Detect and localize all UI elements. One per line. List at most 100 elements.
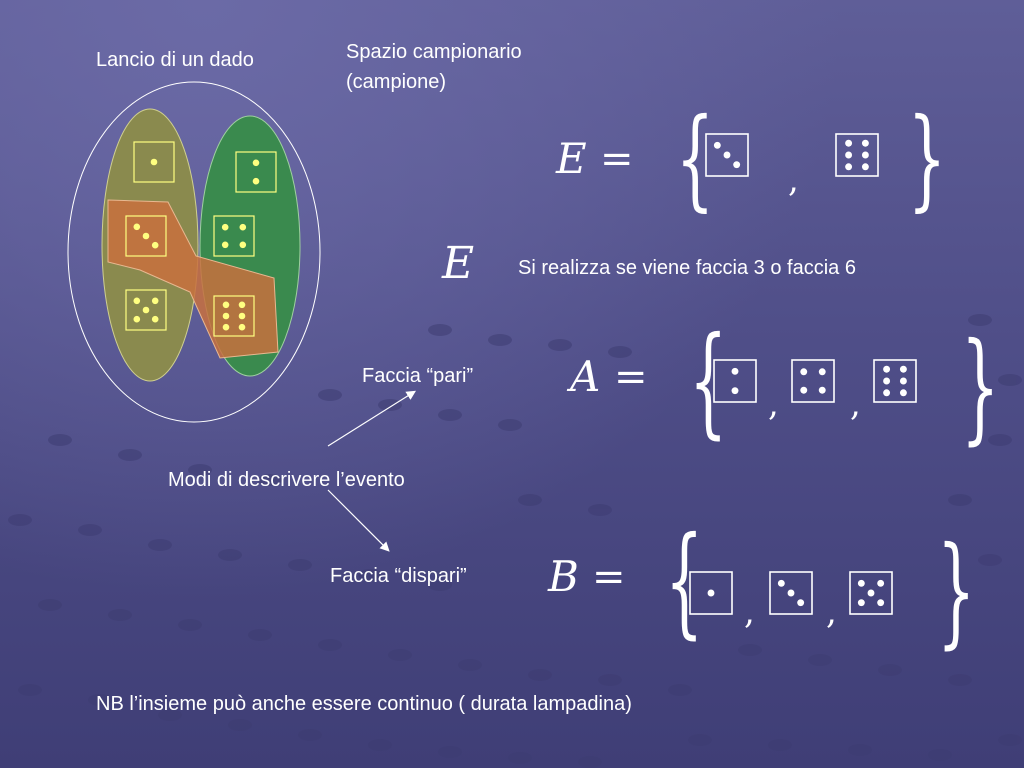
set-b-close-brace: } [937, 522, 976, 661]
set-b-separator-1: , [744, 592, 755, 632]
set-a-separator-2: , [850, 384, 861, 424]
die-pip [787, 589, 795, 597]
diagram-die-face-3-icon [125, 215, 167, 257]
die-pip [877, 599, 885, 607]
diagram-die-face-4-icon [213, 215, 255, 257]
die-pip [723, 151, 731, 159]
die-pip [845, 163, 853, 171]
die-pip [151, 297, 159, 305]
die-pip [221, 241, 229, 249]
die-pip [867, 589, 875, 597]
set-b-equals: = [592, 554, 626, 600]
die-pip [150, 158, 158, 166]
set-e-symbol: E [556, 134, 587, 183]
arrow-to-odd [327, 489, 390, 552]
set-a-open-brace: { [689, 312, 728, 451]
die-pip [238, 312, 246, 320]
die-face-3-icon [705, 133, 749, 177]
set-b-open-brace: { [665, 512, 704, 651]
die-pip [883, 389, 891, 397]
die-pip [731, 367, 739, 375]
die-pip [222, 301, 230, 309]
die-pip [800, 368, 808, 376]
sample-space-outline [67, 81, 321, 423]
die-pip [133, 315, 141, 323]
die-pip [222, 312, 230, 320]
die-pip [707, 589, 715, 597]
event-region [107, 199, 279, 359]
die-pip [857, 579, 865, 587]
die-pip [252, 177, 260, 185]
roll-label: Lancio di un dado [96, 49, 254, 71]
die-pip [733, 161, 741, 169]
die-outline [713, 359, 757, 403]
die-outline [689, 571, 733, 615]
set-b-symbol: B [548, 552, 579, 601]
die-pip [238, 323, 246, 331]
set-b-separator-2: , [826, 592, 837, 632]
die-pip [221, 223, 229, 231]
die-outline [849, 571, 893, 615]
die-pip [142, 232, 150, 240]
die-outline [769, 571, 813, 615]
die-pip [857, 599, 865, 607]
die-pip [845, 139, 853, 147]
die-pip [133, 223, 141, 231]
diagram-dice [125, 141, 277, 337]
die-pip [777, 579, 785, 587]
die-pip [861, 139, 869, 147]
die-pip [800, 386, 808, 394]
set-a-symbol: A [570, 352, 601, 401]
set-a-close-brace: } [961, 318, 1000, 457]
event-e-symbol: E [442, 238, 475, 289]
note-text: NB l’insieme può anche essere continuo (… [96, 693, 632, 715]
die-pip [877, 579, 885, 587]
die-pip [731, 387, 739, 395]
die-pip [883, 377, 891, 385]
die-outline [125, 215, 167, 257]
description-arrows [327, 390, 417, 552]
die-pip [899, 377, 907, 385]
die-pip [883, 365, 891, 373]
die-outline [125, 289, 167, 331]
die-pip [252, 159, 260, 167]
die-outline [835, 133, 879, 177]
die-face-1-icon [689, 571, 733, 615]
die-pip [151, 241, 159, 249]
die-pip [861, 163, 869, 171]
diagram-die-face-5-icon [125, 289, 167, 331]
even-face-label: Faccia “pari” [362, 365, 474, 387]
die-outline [213, 215, 255, 257]
sample-space-label: Spazio campionario [346, 41, 522, 63]
die-pip [222, 323, 230, 331]
set-e-close-brace: } [907, 94, 947, 222]
diagram-die-face-2-icon [235, 151, 277, 193]
die-pip [239, 241, 247, 249]
die-pip [845, 151, 853, 159]
die-face-4-icon [791, 359, 835, 403]
die-pip [239, 223, 247, 231]
die-outline [235, 151, 277, 193]
set-e-open-brace: { [675, 94, 715, 222]
odd-face-label: Faccia “dispari” [330, 565, 467, 587]
die-face-6-icon [835, 133, 879, 177]
die-face-2-icon [713, 359, 757, 403]
set-e-separator: , [788, 160, 799, 200]
die-outline [705, 133, 749, 177]
arrow-to-even [327, 390, 417, 447]
die-face-6-icon [873, 359, 917, 403]
sample-space-sublabel: (campione) [346, 71, 447, 93]
die-pip [899, 389, 907, 397]
die-pip [818, 368, 826, 376]
die-pip [818, 386, 826, 394]
diagram-die-face-6-icon [213, 295, 255, 337]
set-e-equals: = [600, 136, 634, 182]
die-outline [213, 295, 255, 337]
die-outline [873, 359, 917, 403]
die-pip [861, 151, 869, 159]
die-face-5-icon [849, 571, 893, 615]
description-ways-label: Modi di descrivere l’evento [168, 469, 405, 491]
die-pip [142, 306, 150, 314]
set-a-separator-1: , [768, 384, 779, 424]
die-pip [797, 599, 805, 607]
